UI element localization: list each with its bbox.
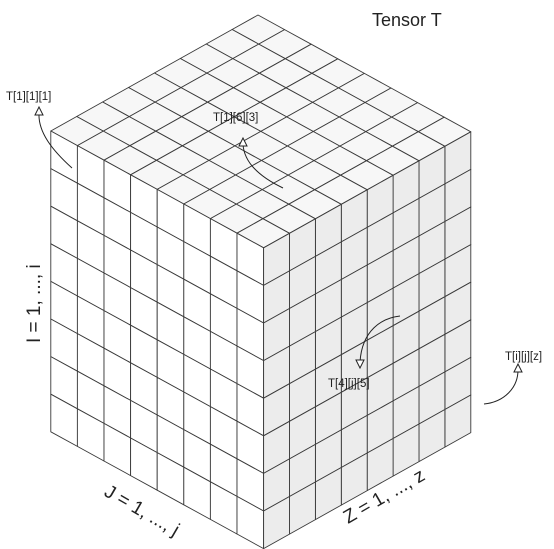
diagram-title: Tensor T	[372, 10, 442, 30]
arrow-head-first-element	[34, 105, 44, 116]
arrow-middle-element	[359, 315, 401, 363]
axis-label-i: I = 1, ..., i	[24, 264, 45, 343]
arrow-first-element	[38, 112, 73, 169]
arrow-head-middle-element	[355, 359, 365, 370]
label-first-element: T[1][1][1]	[6, 91, 51, 103]
arrow-head-top-element	[238, 136, 248, 147]
cube-grid	[50, 14, 472, 549]
annotation-arrows	[34, 105, 523, 405]
label-top-element: T[1][6][3]	[213, 112, 258, 124]
arrow-top-element	[242, 143, 284, 189]
label-middle-element: T[4][j][5]	[328, 378, 370, 390]
arrow-last-element	[483, 369, 519, 405]
label-last-element: T[i][j][z]	[505, 351, 542, 363]
arrow-head-last-element	[513, 362, 523, 373]
